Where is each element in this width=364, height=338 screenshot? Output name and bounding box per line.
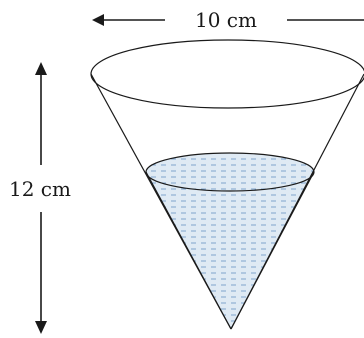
cone-rim [90, 39, 364, 109]
water [145, 152, 315, 330]
height-arrow-top-head [35, 62, 47, 75]
diameter-label: 10 cm [195, 8, 257, 32]
diameter-arrow-left-head [92, 14, 104, 26]
cone-right-side [230, 73, 364, 330]
height-arrow [35, 62, 47, 334]
water-surface [145, 152, 315, 192]
cone [90, 39, 364, 330]
height-label: 12 cm [9, 177, 71, 201]
diameter-arrow [92, 14, 364, 26]
cone-left-side [90, 73, 232, 330]
water-body [146, 172, 314, 329]
height-arrow-bottom-head [35, 321, 47, 334]
